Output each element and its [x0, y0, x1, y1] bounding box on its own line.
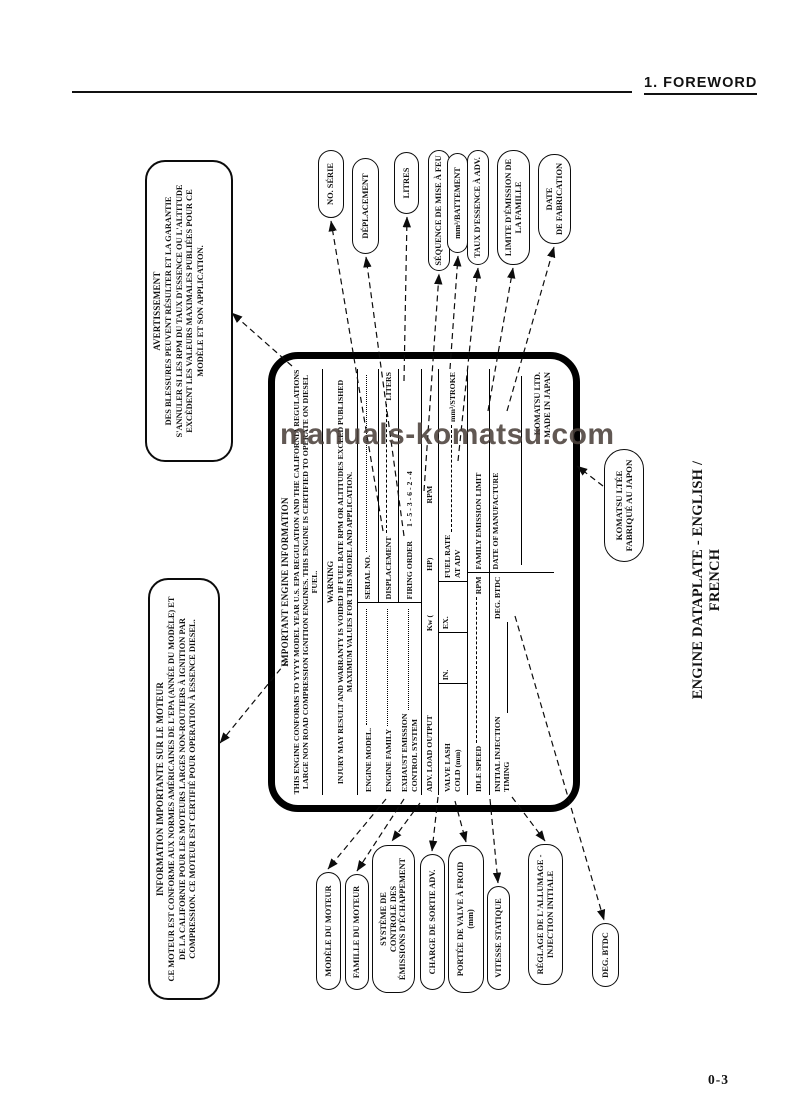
deg-btdc-label: DEG. BTDC — [492, 576, 502, 619]
callout-avertissement: AVERTISSEMENT DES BLESSURES PEUVENT RÉSU… — [145, 160, 233, 462]
rpm-label: RPM — [425, 485, 435, 504]
in-label: IN. — [440, 669, 450, 681]
ex-label: EX. — [440, 616, 450, 630]
leader — [476, 597, 478, 743]
label-portee-valve-froid: PORTÉE DE VALVE À FROID (mm) — [448, 845, 484, 993]
label-deg-btdc: DEG. BTDC — [592, 923, 619, 987]
label-famille-moteur: FAMILLE DU MOTEUR — [345, 874, 369, 990]
callout-information-importante: INFORMATION IMPORTANTE SUR LE MOTEUR CE … — [148, 578, 220, 1000]
label-no-serie: NO. SÉRIE — [318, 150, 344, 218]
page-number: 0-3 — [708, 1072, 729, 1087]
label-systeme-controle: SYSTÈME DE CONTROLE DES ÉMISSIONS D'ÉCHA… — [372, 845, 415, 993]
watermark: manuals-komatsu.com — [280, 418, 615, 451]
displacement-label: DISPLACEMENT — [383, 536, 393, 600]
callout-avertissement-title: AVERTISSEMENT — [152, 271, 162, 351]
label-charge-sortie-adv: CHARGE DE SORTIE ADV. — [420, 854, 445, 990]
fuel-rate-label: FUEL RATE AT ADV — [443, 534, 462, 579]
label-litres: LITRES — [394, 152, 419, 214]
kw-label: Kw ( — [425, 614, 435, 632]
callout-information-body: CE MOTEUR EST CONFORME AUX NORMES AMÉRIC… — [167, 596, 197, 982]
label-komatsu-ltee: KOMATSU LTÉE FABRIQUÉ AU JAPON — [604, 449, 644, 562]
date-of-manufacture-label: DATE OF MANUFACTURE — [490, 472, 500, 570]
initial-injection-label: INITIAL INJECTION TIMING — [492, 716, 512, 792]
label-deplacement: DÉPLACEMENT — [352, 158, 379, 254]
family-emission-limit-label: FAMILY EMISSION LIMIT — [473, 472, 483, 570]
exhaust-emission-label: EXHAUST EMISSION CONTROL SYSTEM — [400, 713, 419, 793]
label-reglage-allumage: RÉGLAGE DE L'ALLUMAGE - INJECTION INITIA… — [528, 844, 563, 985]
label-date-fabrication: DATE DE FABRICATION — [538, 154, 571, 244]
firing-order-label: FIRING ORDER — [405, 541, 415, 600]
adv-load-output-label: ADV. LOAD OUTPUT — [425, 715, 435, 792]
value-line — [510, 376, 522, 566]
figure-caption: ENGINE DATAPLATE - ENGLISH / FRENCH — [690, 460, 723, 700]
leader — [506, 621, 508, 714]
serial-no-label: SERIAL NO. — [363, 555, 373, 600]
stroke-label: mm³/STROKE — [448, 372, 458, 422]
page-header-title: 1. FOREWORD — [644, 75, 758, 95]
hp-label: HP) — [425, 557, 435, 571]
label-taux-essence-adv: TAUX D'ESSENCE À ADV. — [467, 150, 489, 265]
engine-family-label: ENGINE FAMILY — [384, 728, 394, 792]
valve-lash-label: VALVE LASH COLD (mm) — [443, 743, 462, 792]
header-rule — [72, 91, 632, 93]
leader — [366, 609, 368, 725]
engine-model-label: ENGINE MODEL. — [363, 727, 373, 792]
leader — [407, 609, 409, 711]
idle-speed-label: IDLE SPEED — [473, 745, 483, 792]
label-mm3-battement: mm³/BATTEMENT — [447, 153, 468, 253]
firing-order-value: 1 - 5 - 3 - 6 - 2 - 4 — [405, 471, 415, 528]
callout-information-title: INFORMATION IMPORTANTE SUR LE MOTEUR — [155, 681, 165, 897]
idle-rpm-label: RPM — [473, 576, 483, 595]
label-vitesse-statique: VITESSE STATIQUE — [487, 886, 510, 990]
leader — [386, 609, 388, 726]
leader — [365, 375, 367, 553]
label-modele-moteur: MODÈLE DU MOTEUR — [316, 872, 341, 990]
liters-label: LITERS — [383, 372, 393, 401]
callout-avertissement-body: DES BLESSURES PEUVENT RÉSULTER ET LA GAR… — [164, 184, 205, 438]
label-limite-emission: LIMITE D'ÉMISSION DE LA FAMILLE — [497, 150, 530, 265]
